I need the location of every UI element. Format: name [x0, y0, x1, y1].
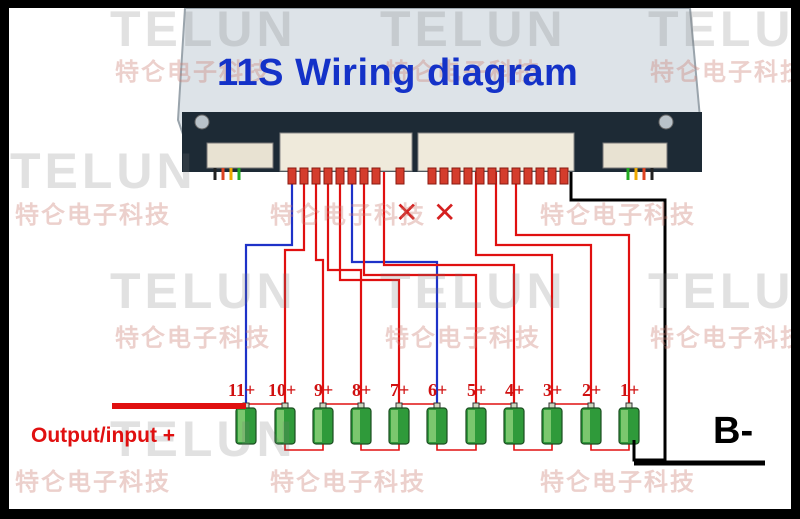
- battery-cell: [465, 402, 487, 445]
- cross-mark-2: ✕: [433, 196, 456, 229]
- connector-pin: [311, 167, 321, 185]
- cell-label-3: 3+: [543, 380, 563, 400]
- battery-cell: [312, 402, 334, 445]
- series-link: [590, 440, 630, 451]
- connector-pin: [463, 167, 473, 185]
- cell-label-8: 8+: [352, 380, 372, 400]
- cross-mark-1: ✕: [395, 196, 418, 229]
- balance-wire: [326, 172, 363, 404]
- diagram-title: 11S Wiring diagram: [217, 52, 579, 94]
- bms-board: [176, 7, 702, 180]
- output-input-label: Output/input +: [31, 424, 176, 447]
- b-minus-wire: [569, 172, 667, 462]
- connector-pin: [499, 167, 509, 185]
- battery-cells: [235, 402, 640, 445]
- balance-wire: [283, 172, 306, 404]
- connector-pin: [559, 167, 569, 185]
- balance-wire: [514, 172, 631, 404]
- cell-label-7: 7+: [390, 380, 410, 400]
- connector-pin: [439, 167, 449, 185]
- cell-label-1: 1+: [620, 380, 640, 400]
- connector-pin: [323, 167, 333, 185]
- connector-pin: [547, 167, 557, 185]
- cell-label-5: 5+: [467, 380, 487, 400]
- cell-label-11: 11+: [228, 380, 256, 400]
- battery-cell: [618, 402, 640, 445]
- connector-pin: [475, 167, 485, 185]
- cell-label-10: 10+: [268, 380, 297, 400]
- balance-wire: [494, 172, 593, 404]
- connector-pin: [451, 167, 461, 185]
- connector-pin: [427, 167, 437, 185]
- series-link: [360, 440, 400, 451]
- balance-wire: [244, 172, 294, 404]
- balance-wire: [314, 172, 325, 404]
- cell-label-9: 9+: [314, 380, 334, 400]
- cell-label-6: 6+: [428, 380, 448, 400]
- balance-wire: [350, 172, 439, 404]
- connector-pin: [371, 167, 381, 185]
- battery-cell: [274, 402, 296, 445]
- connector-pin: [395, 167, 405, 185]
- connector-pin: [347, 167, 357, 185]
- battery-cell: [541, 402, 563, 445]
- battery-cell: [580, 402, 602, 445]
- connector-pin: [487, 167, 497, 185]
- battery-cell: [235, 402, 257, 445]
- balance-wire: [474, 172, 554, 404]
- battery-cell: [503, 402, 525, 445]
- series-link: [513, 440, 553, 451]
- battery-cell: [426, 402, 448, 445]
- cell-label-4: 4+: [505, 380, 525, 400]
- connector-pin: [299, 167, 309, 185]
- series-link: [284, 440, 324, 451]
- b-minus-label: B-: [713, 410, 754, 452]
- battery-cell: [388, 402, 410, 445]
- connector-pin: [535, 167, 545, 185]
- series-link: [436, 440, 477, 451]
- connector-pin: [287, 167, 297, 185]
- connector-pin: [523, 167, 533, 185]
- cell-label-2: 2+: [582, 380, 602, 400]
- balance-wire: [382, 172, 516, 404]
- connector-pin: [335, 167, 345, 185]
- connector-pin: [359, 167, 369, 185]
- balance-wire: [362, 172, 478, 404]
- balance-wire: [338, 172, 401, 404]
- connector-pin: [511, 167, 521, 185]
- battery-cell: [350, 402, 372, 445]
